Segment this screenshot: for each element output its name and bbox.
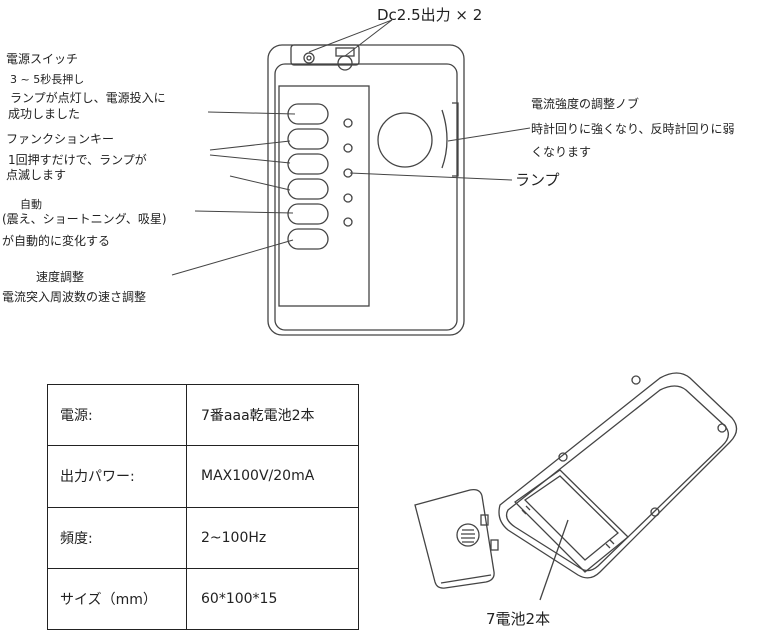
auto-line2: が自動的に変化する [2,234,111,248]
function-key-title: ファンクションキー [6,132,115,146]
output-jack-right [337,55,353,71]
lamp-1 [343,118,353,128]
device-body [267,44,465,336]
spec-key: 電源: [47,383,187,447]
power-switch-line3: 成功しました [8,107,81,121]
spec-value: MAX100V/20mA [186,445,359,508]
lamp-2 [343,143,353,153]
spec-key: サイズ（mm） [47,567,187,631]
knob-line1: 時計回りに強くなり、反時計回りに弱 [531,122,735,136]
spec-key: 頻度: [47,506,187,569]
device-top-ridge [290,44,360,66]
lamp-4 [343,193,353,203]
auto-button [287,203,329,225]
output-jack-left [303,52,315,64]
output-label: Dc2.5出力 × 2 [377,6,483,24]
table-row: 頻度: 2~100Hz [47,506,359,569]
battery-compartment [513,469,629,573]
speed-line1: 電流突入周波数の速さ調整 [2,290,147,304]
auto-title: 自動 [20,198,42,211]
lamp-label: ランプ [515,171,560,189]
table-row: 電源: 7番aaa乾電池2本 [47,383,359,447]
function-button-2 [287,153,329,175]
knob-line2: くなります [531,145,592,159]
function-button-3 [287,178,329,200]
lamp-5 [343,217,353,227]
spec-value: 2~100Hz [186,506,359,569]
power-switch-title: 電源スイッチ [6,52,79,66]
power-switch-line1: 3 ~ 5秒長押し [10,73,85,86]
spec-key: 出力パワー: [47,445,187,508]
knob-title: 電流強度の調整ノブ [531,97,640,111]
intensity-knob [377,112,433,168]
auto-line1: (震え、ショートニング、吸星) [2,212,167,226]
function-key-line1: 1回押すだけで、ランプが [8,153,147,167]
speed-button [287,228,329,250]
table-row: サイズ（mm） 60*100*15 [47,567,359,631]
power-switch-line2: ランプが点灯し、電源投入に [10,91,166,105]
spec-value: 60*100*15 [186,567,359,631]
battery-label: 7電池2本 [486,610,551,628]
function-key-line2: 点滅します [6,168,67,182]
table-row: 出力パワー: MAX100V/20mA [47,445,359,508]
spec-table: 電源: 7番aaa乾電池2本 出力パワー: MAX100V/20mA 頻度: 2… [47,383,359,631]
device-back-body [498,372,738,579]
speed-title: 速度調整 [36,270,85,284]
function-button-1 [287,128,329,150]
device-inner-edge [274,63,458,331]
cover-grip [456,523,480,547]
battery-cover [414,488,495,589]
control-panel [278,85,370,307]
spec-value: 7番aaa乾電池2本 [186,383,359,447]
